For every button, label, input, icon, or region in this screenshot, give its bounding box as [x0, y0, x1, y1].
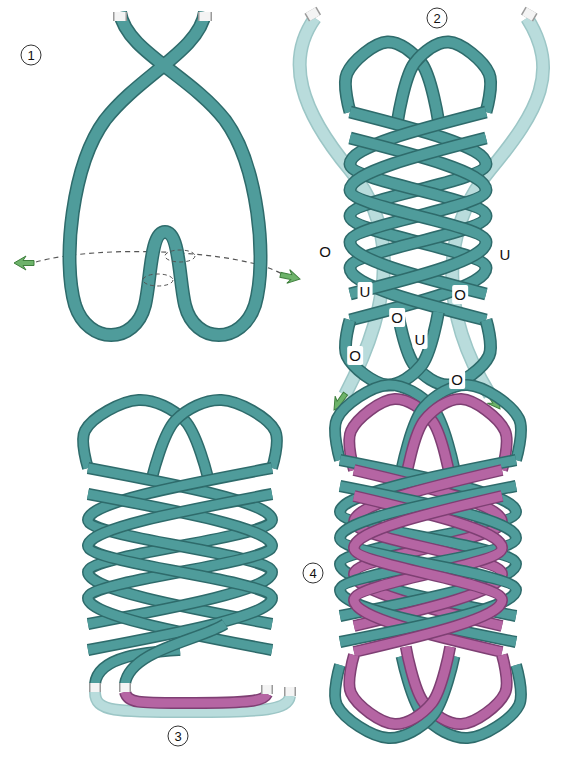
pink-cord-edge [354, 496, 502, 652]
pink-cord-edge [349, 647, 450, 724]
cord-tip-edge [311, 10, 316, 18]
label-anchor: 1 [27, 47, 34, 63]
cord [88, 468, 272, 624]
cord-tip [263, 685, 272, 694]
cord-edge [350, 112, 486, 320]
callout-number: 2 [433, 11, 440, 26]
step-two-figure [300, 10, 544, 414]
cord-edge [88, 494, 272, 650]
direction-arrow [279, 268, 301, 286]
label-anchor: 3 [174, 728, 181, 744]
cord-edge [350, 138, 486, 294]
cord-edge [125, 624, 225, 684]
label-anchor: 2 [433, 10, 440, 26]
pink-cord [349, 647, 450, 724]
cord-tip [200, 12, 211, 21]
cord [88, 468, 272, 624]
label-anchor: O [347, 348, 363, 364]
step-one-figure [14, 12, 301, 335]
cord [125, 624, 225, 684]
step-three-figure [83, 400, 290, 712]
label-anchor: O [389, 310, 405, 326]
over-under-mark: U [498, 245, 513, 264]
cord-tip [121, 683, 130, 692]
callout-number: 1 [27, 48, 34, 63]
cord-tip [527, 10, 532, 18]
pink-cord-edge [125, 692, 267, 703]
over-under-mark: O [449, 370, 465, 389]
over-under-mark: O [389, 308, 405, 327]
step-four-figure [335, 385, 521, 738]
callout-number: 4 [309, 566, 316, 581]
label-anchor: O [452, 287, 468, 303]
over-under-mark: O [317, 242, 333, 261]
callout-circles [21, 8, 447, 746]
callout-number: 3 [174, 729, 181, 744]
over-under-mark: O [347, 346, 363, 365]
cord-tip-edge [119, 683, 131, 692]
cord-tip-edge [284, 687, 296, 696]
cord [88, 494, 272, 650]
pale-cord-edge [95, 692, 290, 712]
cord [350, 138, 486, 294]
cord-tip-edge [261, 685, 273, 694]
over-under-mark: O [452, 285, 468, 304]
label-anchor: U [498, 247, 513, 263]
cord-tip [286, 687, 295, 696]
cord [350, 138, 486, 294]
cord-tip [115, 12, 126, 21]
callout-circle [21, 45, 41, 65]
dashed-loop [143, 274, 173, 286]
label-anchor: O [449, 372, 465, 388]
cord [350, 112, 486, 320]
dashed-loop [165, 250, 195, 262]
pink-cord [354, 496, 502, 652]
cord-tip-edge [198, 12, 212, 21]
cord-edge [88, 494, 272, 650]
callout-circle [427, 8, 447, 28]
cord-edge [350, 112, 486, 320]
over-under-mark: U [358, 282, 373, 301]
pink-cord [125, 692, 267, 703]
cord-tip [311, 10, 316, 18]
cord-edge [350, 138, 486, 294]
cord [69, 12, 260, 335]
callout-circle [168, 726, 188, 746]
label-anchor: U [358, 284, 373, 300]
cord-edge [88, 468, 272, 624]
cord-edge [88, 468, 272, 624]
label-anchor: 4 [309, 565, 316, 581]
cord-tip-edge [89, 683, 101, 692]
over-under-mark: U [413, 330, 428, 349]
cord [88, 494, 272, 650]
cord-tip [91, 683, 100, 692]
cord-edge [69, 12, 260, 335]
label-anchor: O [317, 244, 333, 260]
label-anchor: U [413, 332, 428, 348]
direction-arrow [14, 256, 34, 270]
cord-tip-edge [527, 10, 532, 18]
callout-circle [303, 563, 323, 583]
pale-cord [95, 692, 290, 712]
cord-tip-edge [113, 12, 127, 21]
cord [350, 112, 486, 320]
